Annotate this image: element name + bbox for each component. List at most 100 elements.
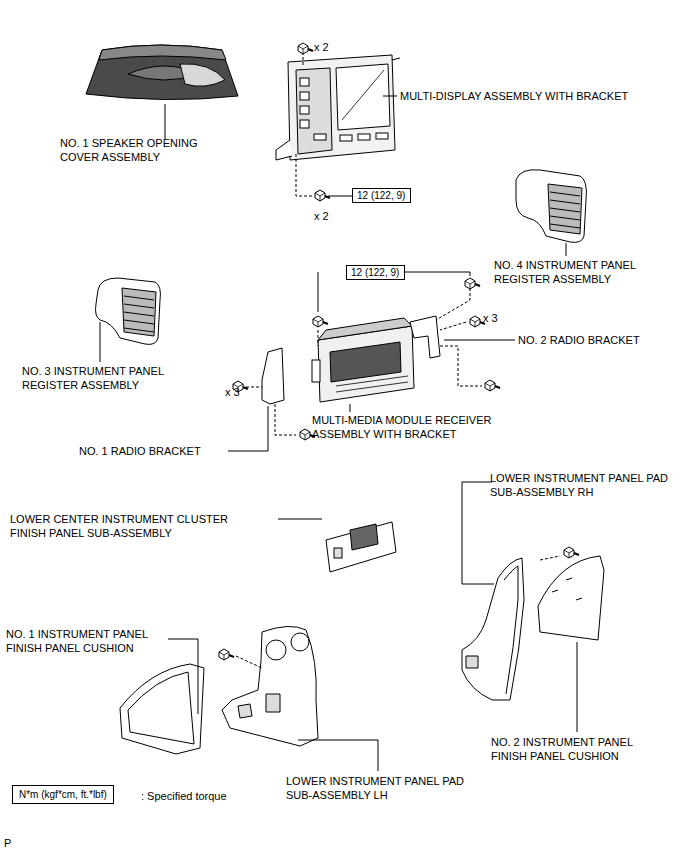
multi-display xyxy=(358,134,370,140)
multi-display xyxy=(300,78,309,86)
lower-pad-rh xyxy=(466,656,478,668)
lower-pad-lh xyxy=(222,626,318,746)
multi-display xyxy=(336,64,390,130)
part-name: NO. 3 INSTRUMENT PANEL REGISTER ASSEMBLY xyxy=(22,364,200,392)
lower-pad-rh xyxy=(462,482,604,732)
lower-pad-rh xyxy=(577,642,578,732)
speaker-cover xyxy=(86,45,238,100)
box-text: 12 (122, 9) xyxy=(357,190,405,201)
multi-display xyxy=(276,52,400,196)
multimedia-receiver xyxy=(440,322,466,330)
cluster-finish-panel xyxy=(278,519,322,520)
register-no4 xyxy=(516,170,586,243)
multimedia-receiver xyxy=(436,288,470,320)
multi-display xyxy=(300,106,309,114)
part-name: LOWER CENTER INSTRUMENT CLUSTER FINISH P… xyxy=(10,512,252,540)
multi-display xyxy=(392,58,400,60)
multi-display xyxy=(296,68,332,154)
bolt xyxy=(219,649,234,660)
multimedia-receiver xyxy=(330,342,401,382)
part-name: NO. 1 SPEAKER OPENING COVER ASSEMBLY xyxy=(60,136,238,164)
bolt xyxy=(298,43,313,54)
lower-pad-lh xyxy=(378,740,379,771)
speaker-cover xyxy=(99,45,226,60)
count-note: x 2 xyxy=(314,209,329,223)
multi-display xyxy=(340,135,352,141)
cluster-finish-panel xyxy=(350,524,378,550)
lower-pad-lh xyxy=(266,640,286,660)
cluster-finish-panel xyxy=(278,519,396,572)
lower-pad-rh xyxy=(504,566,518,694)
multimedia-receiver xyxy=(444,340,515,341)
cluster-finish-panel xyxy=(326,522,396,572)
bolt xyxy=(465,278,480,289)
multi-display xyxy=(342,70,384,120)
speaker-cover xyxy=(86,45,238,139)
bolt xyxy=(485,380,500,391)
count-note: P xyxy=(4,836,11,850)
multi-display xyxy=(288,55,395,160)
legend-box: N*m (kgf*cm, ft.*lbf) xyxy=(12,785,114,804)
multi-display xyxy=(296,154,312,196)
part-name: NO. 4 INSTRUMENT PANEL REGISTER ASSEMBLY xyxy=(494,258,666,286)
lower-pad-lh xyxy=(238,694,280,718)
lower-pad-lh xyxy=(128,672,194,744)
multimedia-receiver xyxy=(440,346,482,386)
register-no3 xyxy=(122,288,156,336)
register-no4 xyxy=(566,243,567,256)
cushion-no1 xyxy=(120,664,204,754)
cluster-finish-panel xyxy=(334,548,342,558)
torque-box: 12 (122, 9) xyxy=(352,188,411,203)
multi-display xyxy=(300,78,388,141)
multimedia-receiver xyxy=(228,406,268,451)
register-no4 xyxy=(516,170,586,256)
part-name: LOWER INSTRUMENT PANEL PAD SUB-ASSEMBLY … xyxy=(286,774,468,802)
part-name: MULTI-MEDIA MODULE RECEIVER ASSEMBLY WIT… xyxy=(312,413,530,441)
lower-pad-lh xyxy=(120,626,378,771)
multi-display xyxy=(328,196,352,197)
bolt xyxy=(315,190,330,201)
lower-pad-rh xyxy=(462,482,494,584)
register-no4 xyxy=(548,184,582,234)
torque-box: 12 (122, 9) xyxy=(346,265,405,280)
multimedia-receiver xyxy=(318,272,319,312)
lower-pad-lh xyxy=(168,639,198,714)
multi-display xyxy=(276,140,292,160)
lower-pad-lh xyxy=(236,656,262,668)
multi-display xyxy=(314,134,326,140)
multimedia-receiver xyxy=(275,404,296,435)
part-name: NO. 2 RADIO BRACKET xyxy=(518,333,683,347)
part-name: NO. 1 RADIO BRACKET xyxy=(79,444,229,458)
multi-display xyxy=(300,120,309,128)
register-no3 xyxy=(100,322,101,362)
bolt xyxy=(313,316,328,327)
cushion-no2 xyxy=(538,556,604,640)
multi-display xyxy=(383,96,397,97)
radio-bracket xyxy=(262,348,284,404)
part-name: NO. 2 INSTRUMENT PANEL FINISH PANEL CUSH… xyxy=(491,735,671,763)
multimedia-receiver xyxy=(312,360,320,382)
count-note: x 3 xyxy=(225,385,240,399)
lower-pad-rh xyxy=(552,578,582,600)
lower-pad-rh xyxy=(540,556,560,560)
part-name: MULTI-DISPLAY ASSEMBLY WITH BRACKET xyxy=(400,89,660,103)
speaker-cover xyxy=(180,64,225,86)
multimedia-receiver xyxy=(318,330,319,346)
register-no3 xyxy=(96,278,161,344)
multimedia-receiver xyxy=(246,387,262,388)
multi-display xyxy=(300,92,309,100)
part-name: NO. 1 INSTRUMENT PANEL FINISH PANEL CUSH… xyxy=(6,627,186,655)
count-note: x 2 xyxy=(314,40,329,54)
register-no3 xyxy=(124,296,154,332)
bolt xyxy=(564,547,579,558)
multimedia-receiver xyxy=(350,404,351,412)
lower-pad-rh xyxy=(462,558,524,700)
multi-display xyxy=(376,133,388,139)
lower-pad-lh xyxy=(291,633,309,651)
lower-pad-lh xyxy=(298,740,378,741)
multimedia-receiver xyxy=(336,376,408,392)
register-no3 xyxy=(96,278,161,362)
radio-bracket xyxy=(410,316,440,358)
part-name: : Specified torque xyxy=(141,789,227,803)
count-note: x 3 xyxy=(483,311,498,325)
